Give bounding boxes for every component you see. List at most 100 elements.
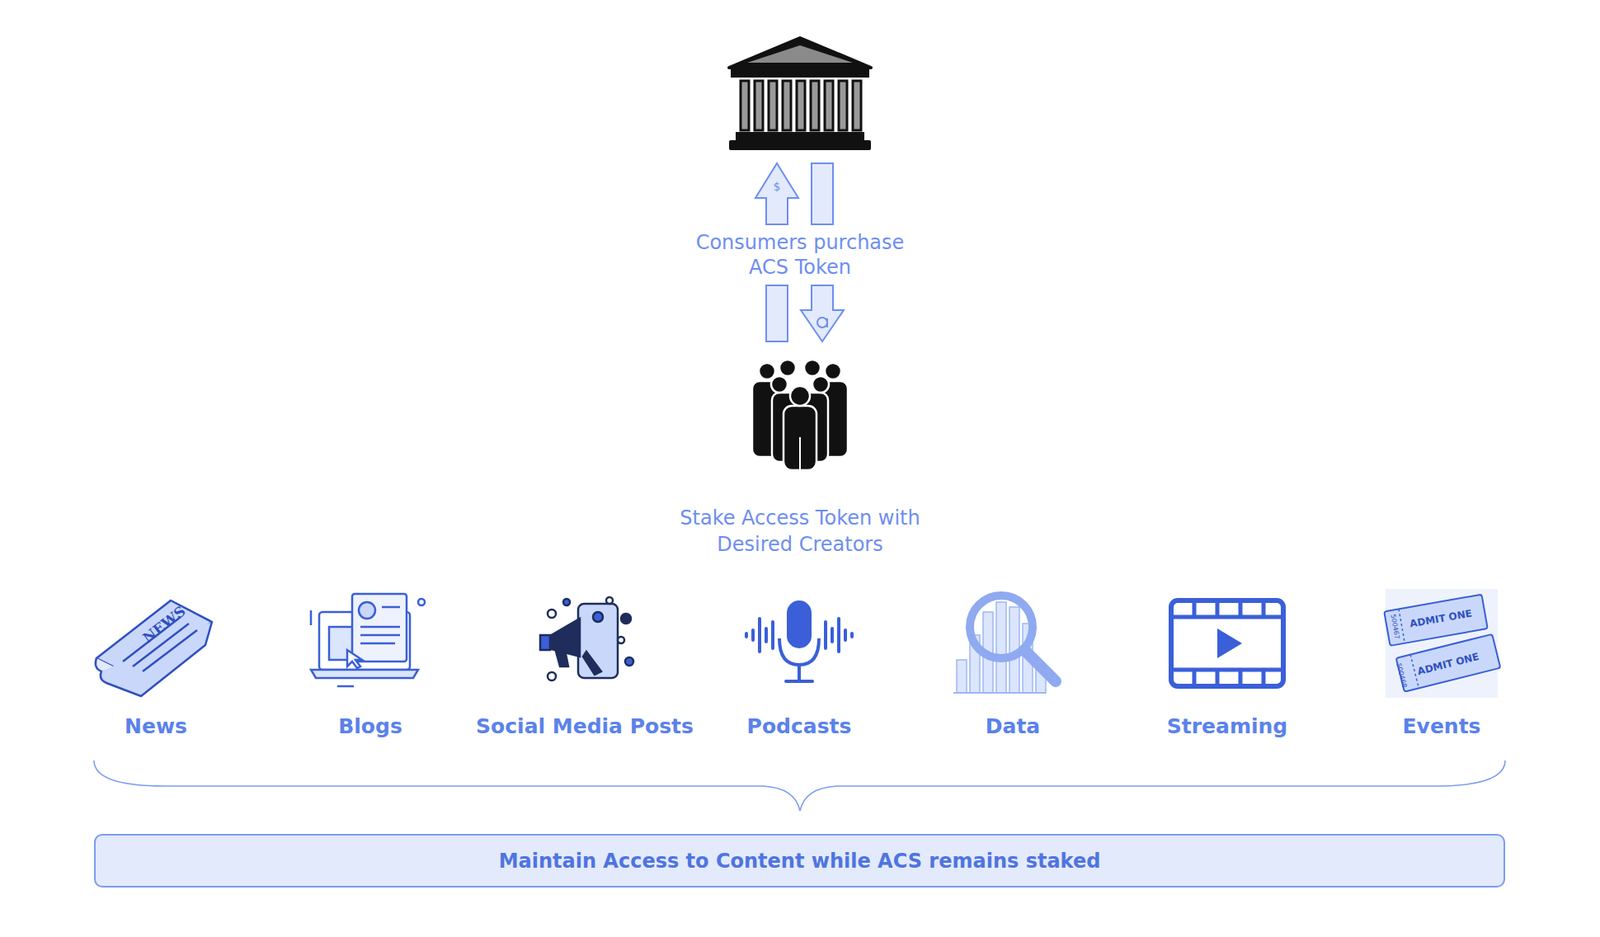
streaming-icon-part xyxy=(1194,600,1264,687)
group-brace xyxy=(94,760,1506,811)
purchase-arrows-part xyxy=(817,317,828,328)
bank-icon-part xyxy=(740,80,862,131)
blogs-icon-part xyxy=(310,610,313,626)
consumers-icon-part xyxy=(779,359,796,377)
streaming-icon-part-part xyxy=(1238,669,1243,687)
events-icon-part-part xyxy=(1396,634,1502,692)
podcast-icon-part-part xyxy=(764,628,768,642)
consumers-icon-part xyxy=(824,362,842,380)
bank-icon xyxy=(729,37,871,151)
podcast-icon xyxy=(746,600,852,682)
social-media-icon-part xyxy=(563,598,570,606)
data-icon-part-part xyxy=(956,659,967,693)
social-media-icon-part xyxy=(621,613,631,624)
podcast-icon-part-part xyxy=(751,630,755,640)
bank-icon-part-part xyxy=(768,80,777,131)
bank-icon-part-part xyxy=(852,80,862,131)
blogs-icon-part xyxy=(360,625,400,629)
social-media-icon-part xyxy=(547,609,556,618)
streaming-icon-part-part xyxy=(1238,600,1243,617)
streaming-icon-part-part xyxy=(1215,669,1220,687)
social-media-icon xyxy=(540,597,634,681)
data-icon-part xyxy=(953,691,1046,694)
purchase-arrows-part xyxy=(766,285,788,342)
category-label: News xyxy=(124,714,188,739)
social-media-icon-part xyxy=(540,635,551,650)
podcast-icon-part xyxy=(779,638,819,665)
podcast-icon-part-part xyxy=(850,633,854,637)
events-icon-part xyxy=(1396,634,1502,692)
flow-caption: Stake Access Token with Desired Creators xyxy=(647,504,953,558)
category-label: Streaming xyxy=(1167,714,1288,739)
bank-icon-part-part xyxy=(796,80,805,131)
bank-icon-part-part xyxy=(754,80,763,131)
podcast-icon-part-part xyxy=(830,628,834,642)
streaming-icon-part-part xyxy=(1215,600,1220,617)
purchase-arrows-part xyxy=(811,163,833,225)
blogs-icon-part xyxy=(310,669,419,678)
bank-icon-part-part xyxy=(740,80,749,131)
category-label: Blogs xyxy=(338,714,403,739)
summary-band: Maintain Access to Content while ACS rem… xyxy=(94,833,1506,888)
podcast-icon-part xyxy=(785,679,813,683)
consumers-icon xyxy=(752,359,848,471)
streaming-icon-part-part xyxy=(1192,669,1197,687)
streaming-icon-part xyxy=(1217,628,1243,659)
podcast-icon-part-part xyxy=(757,618,762,652)
streaming-icon xyxy=(1171,600,1284,687)
category-label: Social Media Posts xyxy=(475,714,694,739)
social-media-icon-part xyxy=(555,648,569,667)
events-icon xyxy=(1383,588,1501,698)
blogs-icon-part xyxy=(360,634,400,637)
social-media-icon-part xyxy=(606,597,613,604)
bank-icon-part xyxy=(730,67,870,78)
bank-icon-part xyxy=(729,37,871,68)
events-icon-part xyxy=(1383,594,1488,646)
consumers-icon-part xyxy=(783,405,817,471)
events-icon-part-part xyxy=(1383,594,1488,646)
consumers-icon-part xyxy=(812,376,829,393)
podcast-icon-part xyxy=(797,664,801,680)
flow-caption: Consumers purchase ACS Token xyxy=(680,230,920,280)
category-label: Data xyxy=(985,714,1040,739)
category-label: Events xyxy=(1402,714,1482,739)
data-icon-part-part xyxy=(996,602,1007,693)
consumers-icon-part xyxy=(790,385,810,406)
consumers-icon-part xyxy=(804,359,821,377)
podcast-icon-part xyxy=(746,618,852,652)
data-icon-part xyxy=(1024,649,1056,682)
social-media-icon-part xyxy=(578,603,618,678)
podcast-icon-part-part xyxy=(837,618,841,652)
consumers-icon-part xyxy=(799,437,801,471)
podcast-icon-part-part xyxy=(843,630,848,640)
blogs-icon-part xyxy=(381,606,400,609)
podcast-icon-part-part xyxy=(744,633,749,637)
bank-icon-part xyxy=(735,131,865,141)
podcast-icon-part xyxy=(786,600,812,649)
blogs-icon-part xyxy=(360,642,396,645)
streaming-icon-part-part xyxy=(1192,600,1197,617)
streaming-icon-part xyxy=(1171,615,1284,620)
purchase-arrows-part xyxy=(800,285,844,342)
purchase-arrows-part xyxy=(826,318,829,328)
bank-icon-part-part xyxy=(824,80,833,131)
social-media-icon-part xyxy=(547,672,556,681)
streaming-icon-part-part xyxy=(1261,669,1266,687)
data-icon xyxy=(953,595,1056,693)
bank-icon-part-part xyxy=(810,80,819,131)
social-media-icon-part xyxy=(625,657,634,666)
podcast-icon-part-part xyxy=(771,621,775,649)
social-media-icon-part xyxy=(583,651,602,675)
band-text: Maintain Access to Content while ACS rem… xyxy=(498,849,1102,873)
currency-symbol: $ xyxy=(773,179,782,194)
blogs-icon-part xyxy=(347,649,363,669)
bank-icon-part xyxy=(729,140,871,151)
news-icon xyxy=(95,600,212,697)
streaming-icon-part xyxy=(1171,600,1284,687)
blogs-icon-part xyxy=(337,685,354,688)
bank-icon-part-part xyxy=(782,80,791,131)
podcast-icon-part-part xyxy=(823,621,828,649)
category-label: Podcasts xyxy=(747,714,852,739)
